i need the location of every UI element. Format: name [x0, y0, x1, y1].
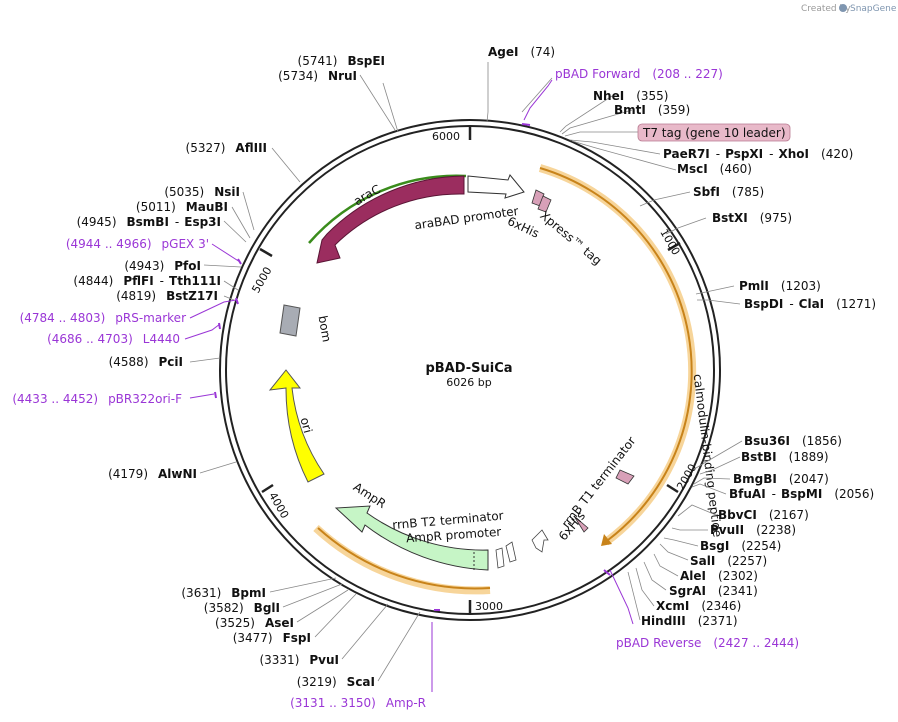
- arac-arrow[interactable]: [316, 175, 465, 264]
- site-bpmi[interactable]: (3631)BpmI: [181, 586, 266, 600]
- site-pflfi-tth111i[interactable]: (4844)PflFI-Tth111I: [73, 274, 221, 288]
- site-xcmi[interactable]: XcmI(2346): [656, 599, 741, 613]
- bom-box[interactable]: [279, 304, 301, 337]
- xpress-tag-arrow[interactable]: [537, 195, 552, 213]
- site-scai[interactable]: (3219)ScaI: [297, 675, 375, 689]
- arac-outline-line: [308, 174, 467, 244]
- primer-prs-marker[interactable]: (4784 .. 4803)pRS-marker: [20, 311, 186, 325]
- plasmid-length: 6026 bp: [446, 376, 491, 389]
- ampr-highlight-line: [317, 527, 491, 590]
- tick-3000: 3000: [475, 600, 503, 613]
- tick-5000: 5000: [249, 265, 274, 296]
- bom-label: bom: [316, 314, 334, 343]
- primer-marks: [214, 123, 611, 611]
- site-bstz17i[interactable]: (4819)BstZ17I: [116, 289, 218, 303]
- primer-pbad-reverse[interactable]: pBAD Reverse(2427 .. 2444): [616, 636, 799, 650]
- site-pfoi[interactable]: (4943)PfoI: [124, 259, 201, 273]
- tick-4000: 4000: [266, 490, 291, 521]
- site-bspei[interactable]: (5741)BspEI: [298, 54, 385, 68]
- site-bstxi[interactable]: BstXI(975): [712, 211, 792, 225]
- ori-label: ori: [297, 416, 315, 435]
- ori-arrow[interactable]: [268, 369, 325, 483]
- cbp-line[interactable]: [539, 167, 693, 541]
- site-hindiii[interactable]: HindIII(2371): [641, 614, 738, 628]
- ampr-promoter-label: AmpR promoter: [406, 525, 502, 546]
- arabad-promoter-arrow[interactable]: [467, 174, 525, 199]
- site-bgli[interactable]: (3582)BglI: [204, 601, 280, 615]
- snapgene-brand: SnapGene: [850, 4, 897, 14]
- site-bstbi[interactable]: BstBI(1889): [741, 450, 829, 464]
- site-sbfi[interactable]: SbfI(785): [693, 185, 764, 199]
- site-bfuai-bspmi[interactable]: BfuAI-BspMI(2056): [729, 487, 874, 501]
- his6-top-label: 6xHis: [505, 214, 541, 241]
- site-bmti[interactable]: BmtI(359): [614, 103, 690, 117]
- site-pvui[interactable]: (3331)PvuI: [259, 653, 339, 667]
- ampr-promoter-icon[interactable]: [495, 547, 505, 569]
- primer-l4440[interactable]: (4686 .. 4703)L4440: [47, 332, 180, 346]
- site-afliii[interactable]: (5327)AflIII: [186, 141, 267, 155]
- tick-marks: [259, 126, 681, 614]
- site-pcii[interactable]: (4588)PciI: [109, 355, 183, 369]
- rrnb-t1-terminator-icon[interactable]: [531, 529, 549, 553]
- tick-6000: 6000: [432, 130, 460, 143]
- leader-lines: [189, 62, 743, 682]
- xpress-tag-label: Xpress™ tag: [537, 208, 604, 268]
- site-asei[interactable]: (3525)AseI: [215, 616, 294, 630]
- primer-pgex-3[interactable]: (4944 .. 4966)pGEX 3': [66, 237, 209, 251]
- site-bspdi-clai[interactable]: BspDI-ClaI(1271): [744, 297, 876, 311]
- site-sgrai[interactable]: SgrAI(2341): [669, 584, 758, 598]
- site-pvuii[interactable]: PvuII(2238): [710, 523, 796, 537]
- t7-tag-label[interactable]: T7 tag (gene 10 leader): [642, 126, 786, 140]
- rrnb-t2-terminator-icon[interactable]: [505, 541, 517, 563]
- plasmid-name: pBAD-SuiCa: [425, 361, 512, 376]
- site-sali[interactable]: SalI(2257): [690, 554, 767, 568]
- site-pmli[interactable]: PmlI(1203): [739, 279, 821, 293]
- his6-bottom-arrow[interactable]: [615, 469, 635, 485]
- created-by-text: Created by: [801, 4, 851, 14]
- primer-amp-r[interactable]: (3131 .. 3150)Amp-R: [290, 696, 426, 710]
- site-alei[interactable]: AleI(2302): [680, 569, 758, 583]
- t7-tag-box: [637, 123, 791, 142]
- site-nsii[interactable]: (5035)NsiI: [164, 185, 240, 199]
- primer-pbr322ori-f[interactable]: (4433 .. 4452)pBR322ori-F: [12, 392, 182, 406]
- site-bmgbi[interactable]: BmgBI(2047): [733, 472, 829, 486]
- site-nhei[interactable]: NheI(355): [593, 89, 668, 103]
- ampr-arrow[interactable]: [334, 505, 489, 571]
- his6-small-arrow: [573, 515, 589, 533]
- arabad-promoter-label: araBAD promoter: [414, 204, 520, 232]
- site-paer7i-pspxi-xhoi[interactable]: PaeR7I-PspXI-XhoI(420): [663, 147, 853, 161]
- site-msci[interactable]: MscI(460): [677, 162, 752, 176]
- site-bsu36i[interactable]: Bsu36I(1856): [744, 434, 842, 448]
- site-maubi[interactable]: (5011)MauBI: [136, 200, 228, 214]
- site-bbvci[interactable]: BbvCI(2167): [718, 508, 809, 522]
- primer-lines: [184, 79, 634, 692]
- site-nrui[interactable]: (5734)NruI: [278, 69, 357, 83]
- primer-pbad-forward[interactable]: pBAD Forward(208 .. 227): [555, 67, 723, 81]
- site-bsgi[interactable]: BsgI(2254): [700, 539, 781, 553]
- ampr-highlight: [313, 525, 491, 595]
- site-agei[interactable]: AgeI(74): [488, 45, 555, 59]
- site-fspi[interactable]: (3477)FspI: [233, 631, 311, 645]
- site-alwni[interactable]: (4179)AlwNI: [108, 467, 197, 481]
- cbp-arrowhead: [601, 534, 612, 546]
- backbone-outer: [219, 119, 721, 621]
- snapgene-logo-icon: [839, 4, 847, 12]
- site-bsmbi-esp3i[interactable]: (4945)BsmBI-Esp3I: [77, 215, 221, 229]
